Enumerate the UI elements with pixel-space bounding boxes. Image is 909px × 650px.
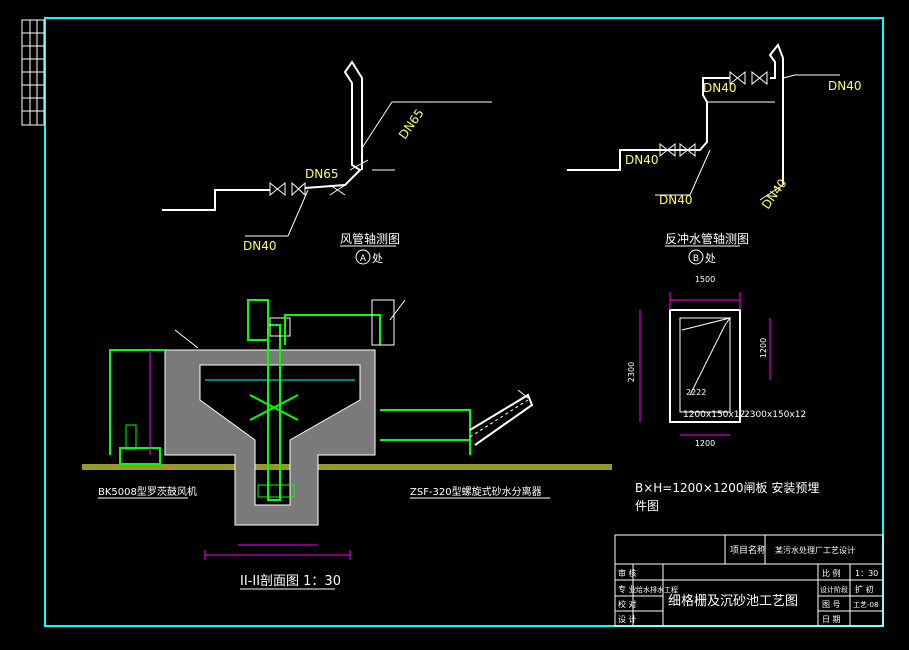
- gate-dim-right: 1200: [759, 338, 768, 358]
- air-marker-circle: [355, 249, 371, 265]
- separator-label: ZSF-320型螺旋式砂水分离器: [410, 485, 542, 498]
- row-label-2: 校 对: [618, 599, 637, 609]
- project-label: 项目名称: [730, 544, 766, 556]
- scale-value: 1：30: [855, 569, 878, 578]
- air-pipe-isometric: [162, 60, 492, 237]
- backwash-dn-mid: DN40: [625, 153, 659, 167]
- number-label: 图 号: [822, 600, 841, 609]
- row-value-1: 给水排水工程: [636, 585, 678, 594]
- row-label-3: 设 计: [618, 614, 637, 624]
- stage-label: 设计阶段: [820, 585, 848, 594]
- backwash-marker-suffix: 处: [705, 252, 716, 265]
- gate-title-1: B×H=1200×1200闸板 安装预埋: [635, 480, 819, 495]
- backwash-dn-bottom: DN40: [659, 193, 693, 207]
- backwash-isometric: [567, 43, 840, 201]
- gate-embed-view: [639, 292, 771, 436]
- backwash-dn-top-left: DN40: [703, 81, 737, 95]
- section-view: [82, 299, 612, 560]
- backwash-dn-top-right: DN40: [828, 79, 862, 93]
- air-dn-branch: DN40: [243, 239, 277, 253]
- air-marker-letter: A: [360, 254, 367, 264]
- date-label: 日 期: [822, 615, 841, 624]
- gate-embed-3: 2222: [686, 388, 706, 397]
- gate-dim-bottom: 1200: [695, 439, 715, 448]
- backwash-title: 反冲水管轴测图: [665, 231, 749, 246]
- drawing-frame: [44, 17, 884, 627]
- gate-embed-1: 1200x150x12: [683, 410, 745, 420]
- project-name: 某污水处理厂工艺设计: [775, 545, 855, 555]
- drawing-name: 细格栅及沉砂池工艺图: [668, 593, 798, 609]
- binding-grid: [21, 19, 45, 126]
- backwash-marker-letter: B: [693, 254, 699, 264]
- gate-dim-left: 2300: [627, 362, 636, 382]
- stage-value: 扩 初: [855, 584, 874, 594]
- row-label-1: 专 业: [618, 584, 637, 594]
- gate-embed-2: 2300x150x12: [744, 410, 806, 420]
- section-title: II-II剖面图 1：30: [240, 574, 341, 589]
- backwash-dn-slanted: DN40: [759, 176, 790, 211]
- backwash-marker-circle: [688, 249, 704, 265]
- air-marker-suffix: 处: [372, 252, 383, 265]
- blower-label: BK5008型罗茨鼓风机: [98, 485, 197, 498]
- number-value: 工艺-08: [853, 601, 878, 609]
- gate-dim-top: 1500: [695, 275, 715, 284]
- air-dn-slanted: DN65: [396, 106, 427, 141]
- title-block-frame: [614, 534, 884, 627]
- scale-label: 比 例: [822, 568, 841, 578]
- air-pipe-title: 风管轴测图: [340, 231, 400, 246]
- air-dn-main: DN65: [305, 167, 339, 181]
- gate-title-2: 件图: [635, 499, 659, 513]
- row-label-0: 审 核: [618, 568, 637, 578]
